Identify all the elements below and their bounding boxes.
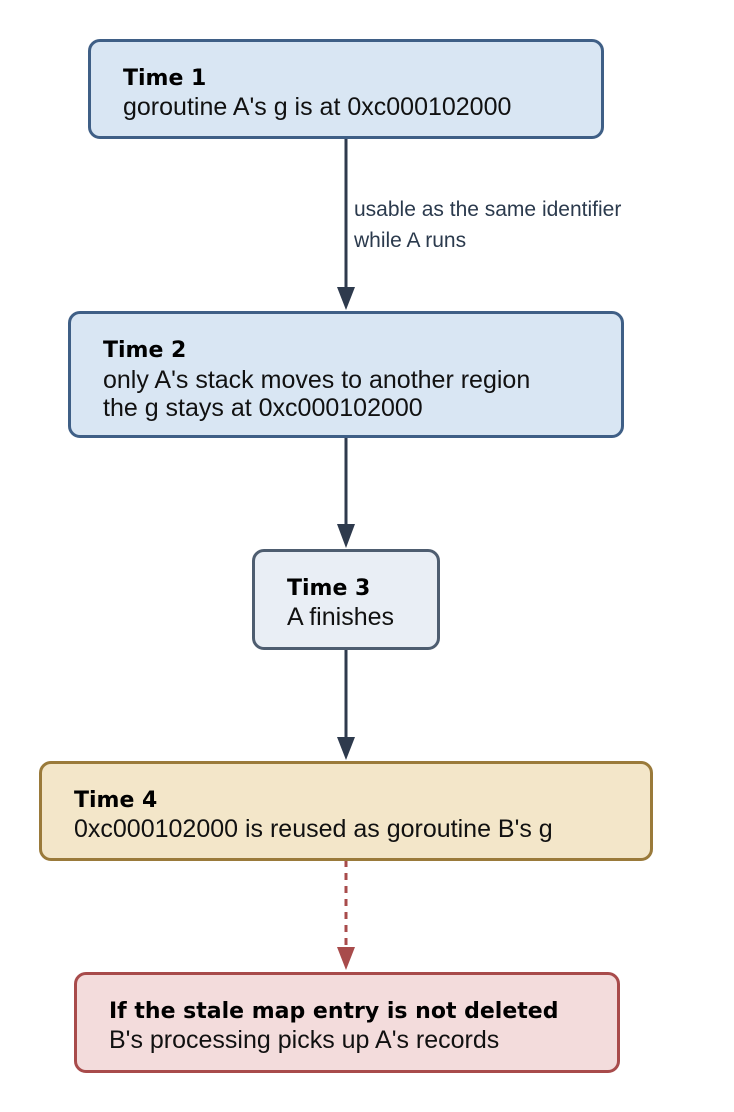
- node-line: A finishes: [287, 603, 395, 631]
- node-title: Time 2: [103, 338, 187, 363]
- node-time-4: Time 4 0xc000102000 is reused as gorouti…: [39, 761, 653, 861]
- node-title: Time 1: [123, 66, 207, 91]
- node-title: If the stale map entry is not deleted: [109, 999, 559, 1024]
- arrowhead-stale: [337, 947, 355, 970]
- arrowhead-time3: [337, 524, 355, 548]
- node-title: Time 3: [287, 576, 371, 601]
- node-stale-map-entry: If the stale map entry is not deleted B'…: [74, 972, 620, 1073]
- node-time-2: Time 2 only A's stack moves to another r…: [68, 311, 624, 438]
- node-title: Time 4: [74, 788, 158, 813]
- node-time-3: Time 3 A finishes: [252, 549, 440, 650]
- arrowhead-time4: [337, 737, 355, 760]
- node-line: the g stays at 0xc000102000: [103, 394, 423, 422]
- node-line: B's processing picks up A's records: [109, 1026, 500, 1054]
- edge-label-line-2: while A runs: [354, 229, 467, 252]
- arrowhead-time2: [337, 287, 355, 310]
- node-line: only A's stack moves to another region: [103, 366, 531, 394]
- node-line: 0xc000102000 is reused as goroutine B's …: [74, 815, 553, 843]
- edge-label-line-1: usable as the same identifier: [354, 198, 622, 221]
- node-line: goroutine A's g is at 0xc000102000: [123, 93, 512, 121]
- node-time-1: Time 1 goroutine A's g is at 0xc00010200…: [88, 39, 604, 139]
